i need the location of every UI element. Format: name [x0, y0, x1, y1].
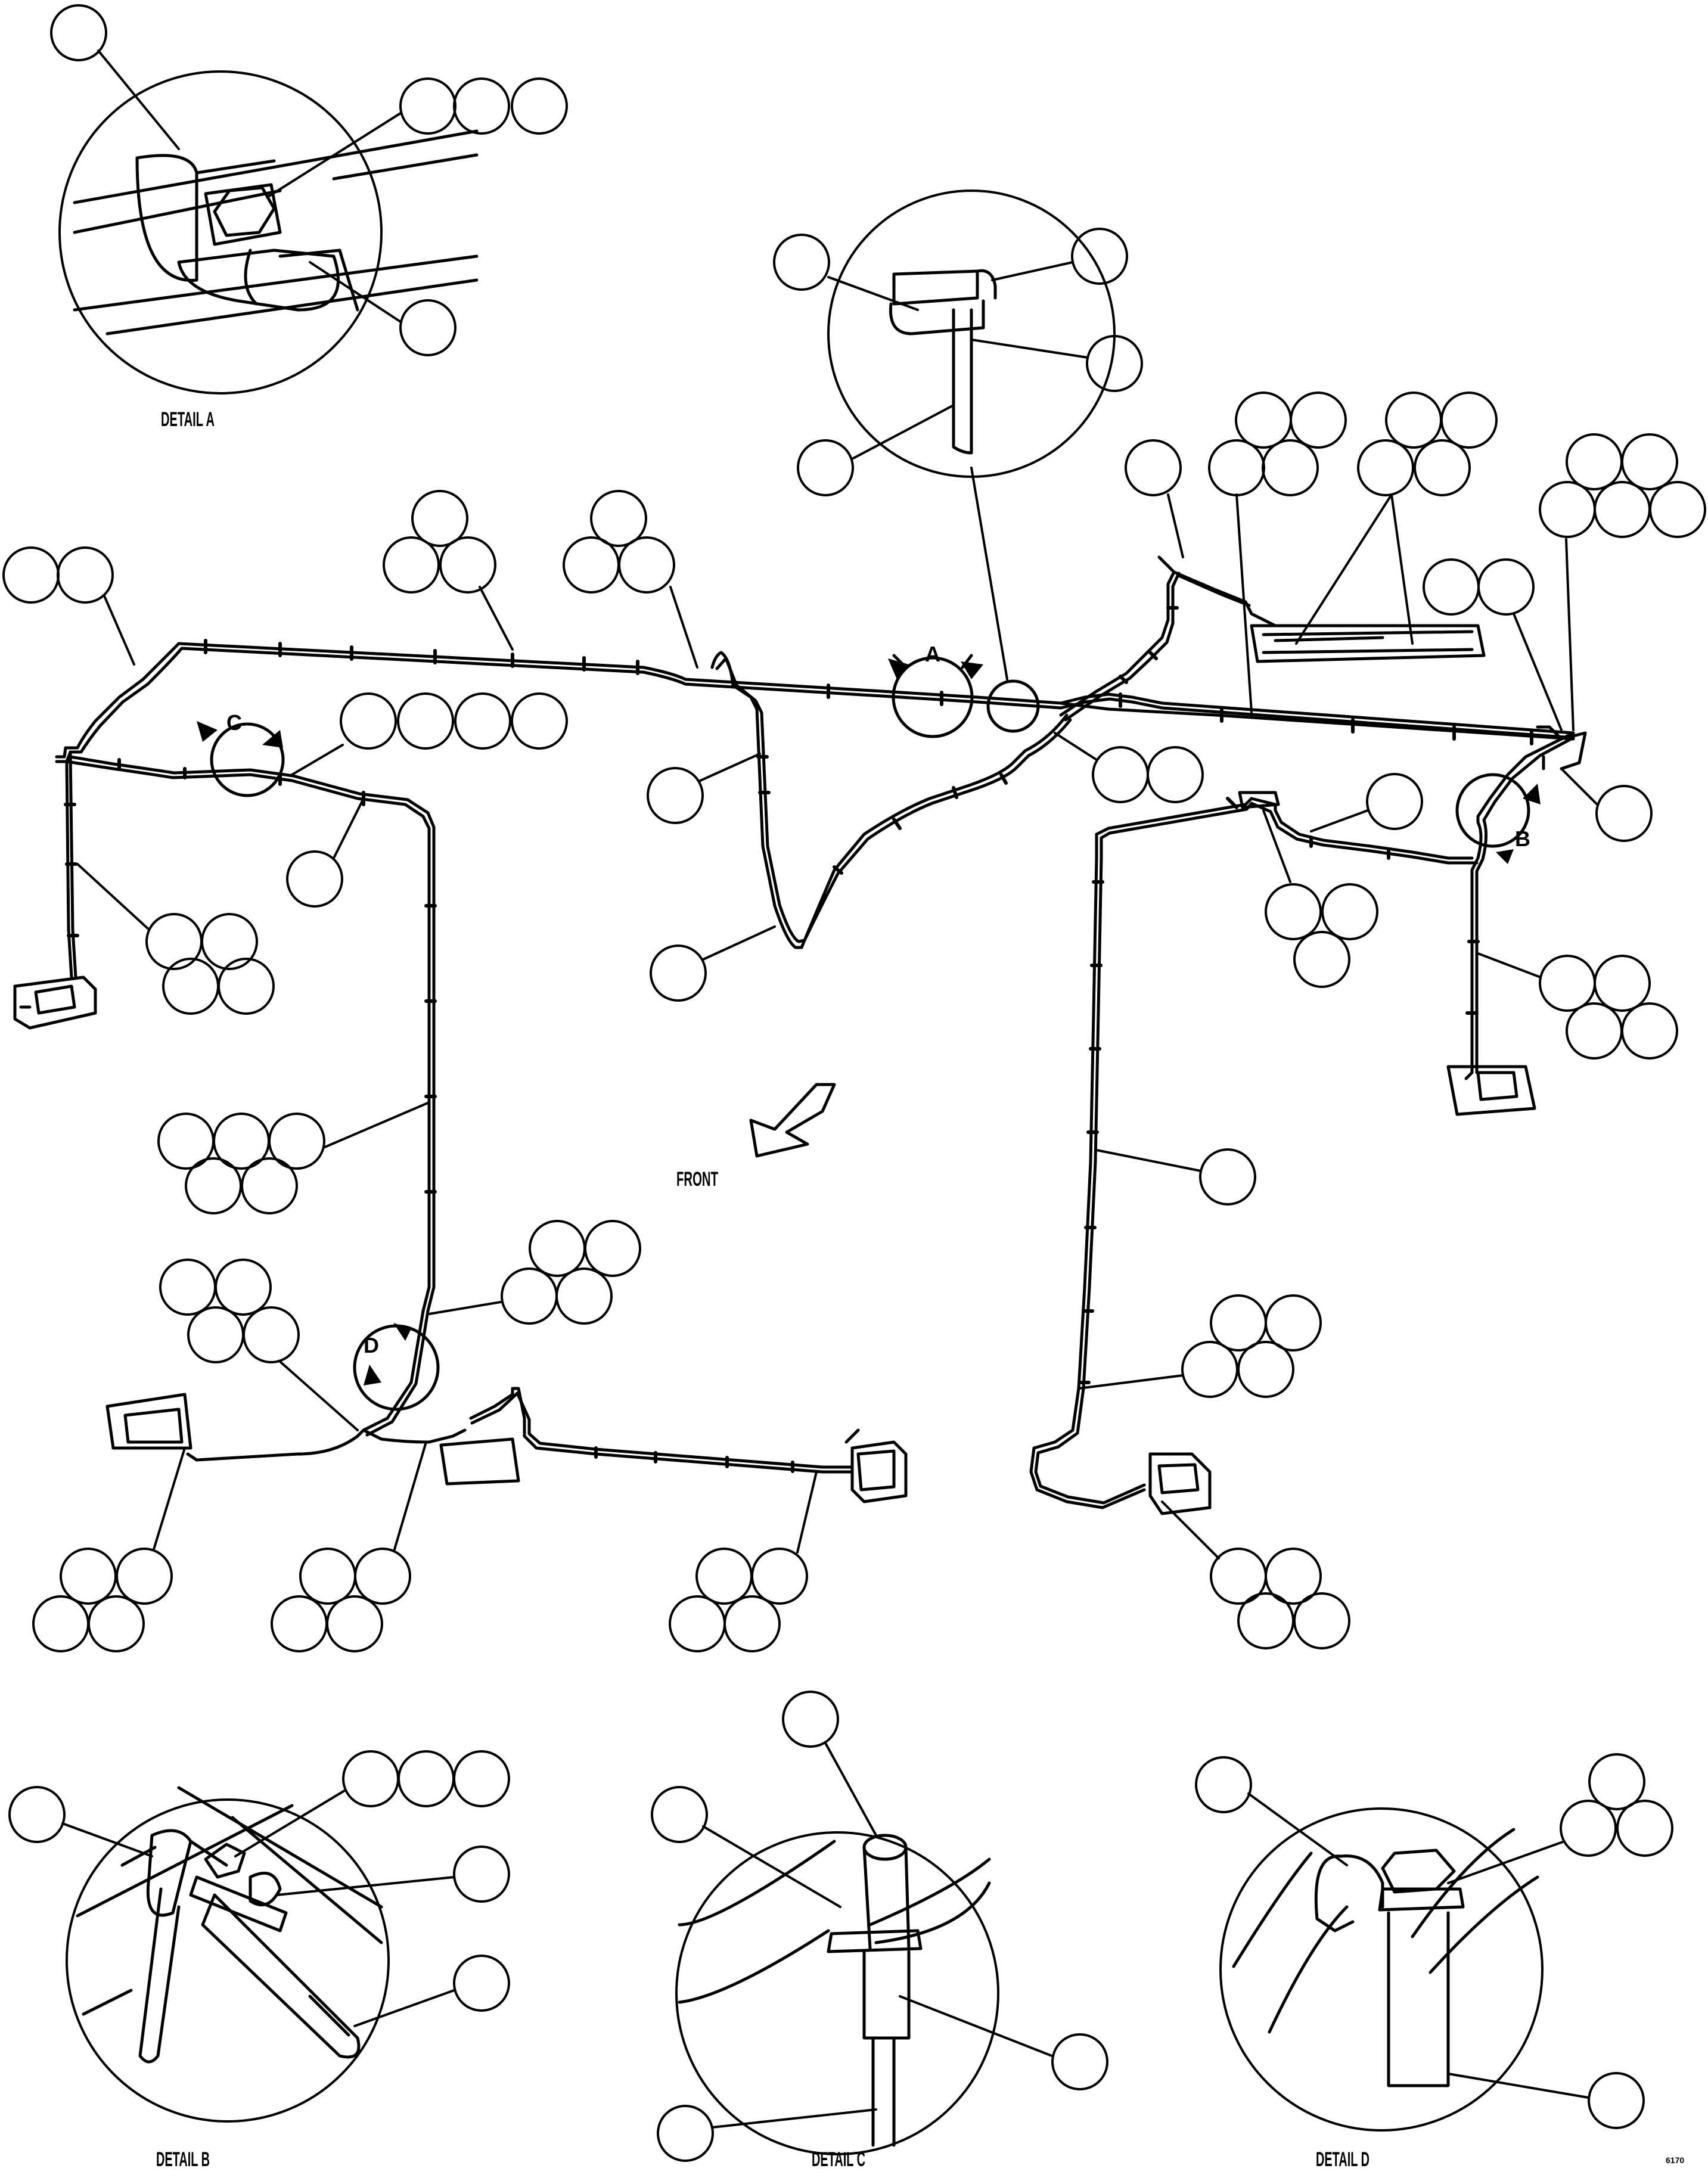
- harness-routing: [55, 555, 1587, 1509]
- detail-b-view: [66, 1786, 390, 2123]
- view-a-label: A: [925, 642, 940, 666]
- detail-a-balloons: [50, 4, 568, 356]
- view-markers: [210, 654, 1530, 1411]
- top-fitting-balloons: [773, 228, 1143, 681]
- front-label: FRONT: [676, 1168, 718, 1191]
- detail-c-label: DETAIL C: [812, 2148, 865, 2171]
- detail-d-balloons: [1195, 1753, 1673, 2129]
- detail-b-balloons: [8, 1750, 510, 2027]
- view-arrows: [197, 658, 1541, 1385]
- top-fitting-detail: [827, 189, 1116, 478]
- view-b-label: B: [1515, 827, 1530, 851]
- detail-a-label: DETAIL A: [161, 408, 215, 431]
- view-c-label: C: [226, 710, 242, 735]
- detail-a-view: [58, 70, 479, 394]
- harness-components: [13, 624, 1536, 1515]
- front-arrow: [749, 1083, 836, 1158]
- detail-b-label: DETAIL B: [156, 2148, 210, 2171]
- harness-clamps: [64, 606, 1533, 1473]
- figure-number: 6170: [1666, 2155, 1684, 2165]
- detail-d-label: DETAIL D: [1316, 2148, 1369, 2171]
- detail-c-balloons: [651, 1691, 1108, 2162]
- detail-d-view: [1219, 1807, 1544, 2132]
- main-balloons: [2, 392, 1706, 1652]
- view-d-label: D: [364, 1333, 379, 1357]
- detail-c-view: [675, 1831, 999, 2155]
